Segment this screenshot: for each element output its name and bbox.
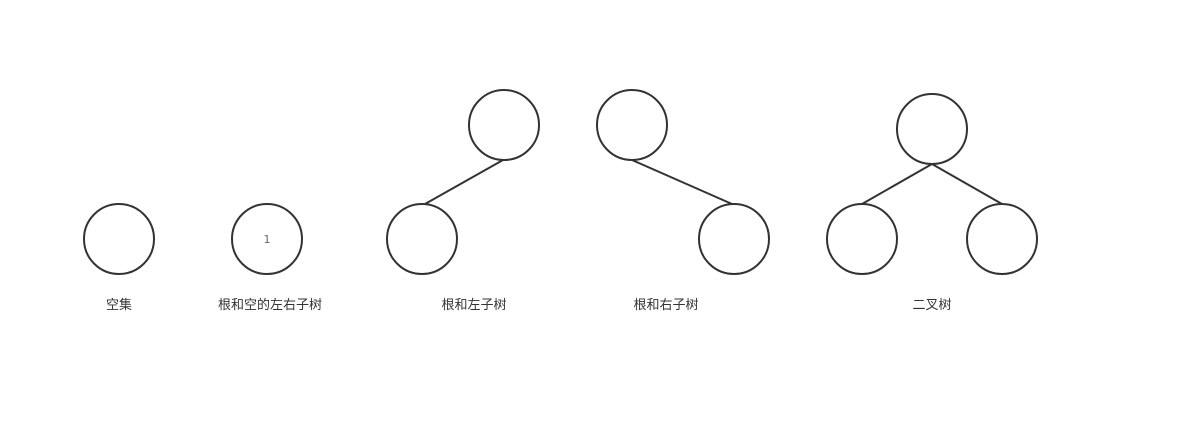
right-subtree-caption: 根和右子树 (633, 298, 698, 313)
root-only-node-label: 1 (264, 233, 271, 246)
empty-set-caption: 空集 (106, 297, 132, 313)
right-subtree-edge (631, 159, 733, 205)
binary-tree-left-child-node (826, 203, 898, 275)
left-subtree-caption: 根和左子树 (441, 298, 506, 313)
left-subtree-edge (424, 159, 504, 205)
empty-set-group: 空集 (83, 203, 155, 313)
binary-tree-root-node (896, 93, 968, 165)
empty-set-node (83, 203, 155, 275)
right-subtree-root-node (596, 89, 668, 161)
root-only-group: 1 根和空的左右子树 (218, 203, 322, 313)
left-subtree-group: 根和左子树 (386, 89, 540, 313)
left-subtree-root-node (468, 89, 540, 161)
root-only-caption: 根和空的左右子树 (218, 297, 322, 313)
left-subtree-left-child-node (386, 203, 458, 275)
binary-tree-right-child-node (966, 203, 1038, 275)
binary-tree-caption: 二叉树 (912, 298, 951, 313)
root-only-node (231, 203, 303, 275)
right-subtree-right-child-node (698, 203, 770, 275)
binary-tree-left-edge (861, 163, 933, 205)
full-binary-tree-group: 二叉树 (826, 93, 1038, 313)
right-subtree-group: 根和右子树 (596, 89, 770, 313)
binary-tree-right-edge (931, 163, 1003, 205)
